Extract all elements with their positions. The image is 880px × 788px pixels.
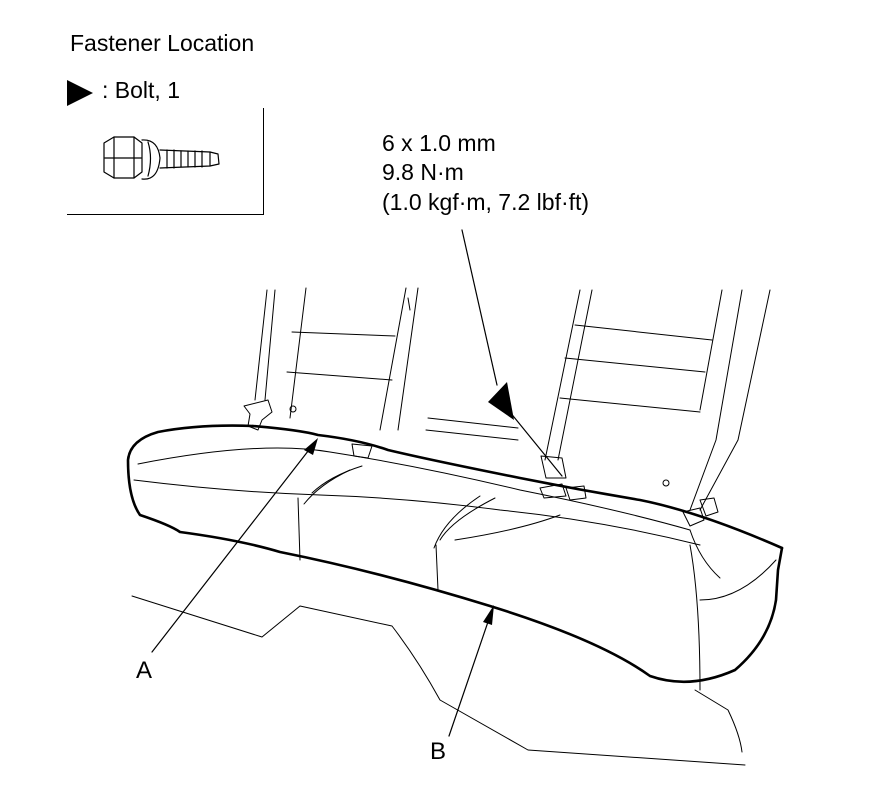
seat-back-frame <box>254 287 771 511</box>
bolt-legend-label: : Bolt, 1 <box>102 77 180 103</box>
flange-bolt-icon <box>103 136 220 180</box>
arrow-a-head <box>304 438 318 455</box>
cushion-seams <box>133 447 777 691</box>
triangle-pointer-icon <box>67 80 93 106</box>
bolt-size-spec: 6 x 1.0 mm <box>382 130 496 156</box>
cushion-outline-a <box>251 424 784 550</box>
callout-leaders <box>151 229 563 737</box>
cushion-outline-b <box>126 424 784 684</box>
callout-label-a: A <box>136 657 153 684</box>
fastener-location-title: Fastener Location <box>70 30 255 56</box>
floor-outline <box>131 595 746 766</box>
torque-alt-spec: (1.0 kgf·m, 7.2 lbf·ft) <box>382 189 590 215</box>
triangle-pointer-icon <box>488 382 514 420</box>
arrow-b-head <box>483 605 494 625</box>
callout-label-b: B <box>430 738 447 765</box>
torque-nm-spec: 9.8 N·m <box>382 159 464 185</box>
bolt-legend-box <box>67 108 264 215</box>
